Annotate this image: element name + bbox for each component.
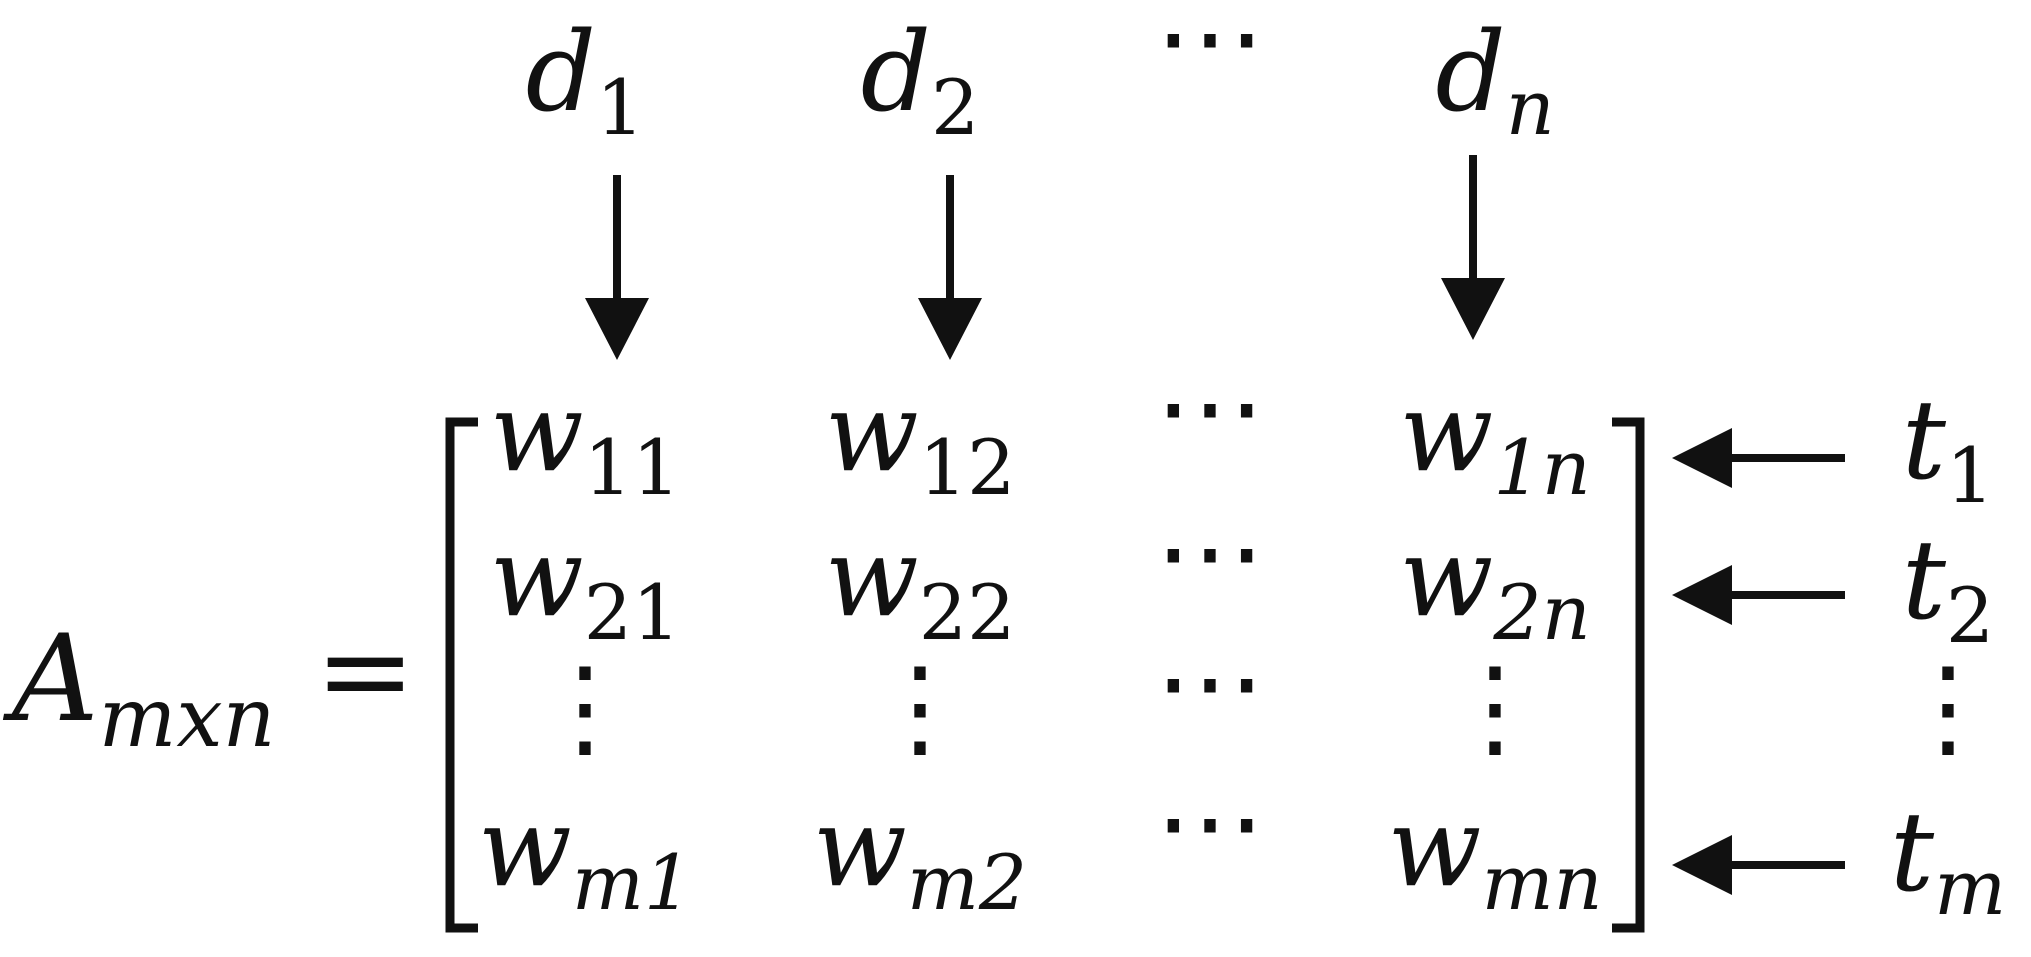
- matrix-cell-r1-c1-subscript: 11: [584, 423, 681, 512]
- document-label-1-subscript: 1: [596, 63, 644, 152]
- matrix-name: Amxn =: [2, 602, 416, 766]
- matrix-cell-r3-c4-base: ⋮: [1440, 643, 1550, 771]
- term-arrows: [1672, 428, 1845, 895]
- matrix-cell-r4-c4-base: w: [1387, 783, 1481, 911]
- matrix-cell-r4-c2-subscript: m2: [907, 838, 1027, 927]
- matrix-cell-r4-c2: wm2: [813, 783, 1028, 927]
- matrix-cell-r3-c2: ⋮: [865, 643, 975, 771]
- matrix-cell-r1-c2-subscript: 12: [919, 423, 1016, 512]
- matrix-cell-r2-c1: w21: [490, 513, 681, 657]
- matrix-cell-r3-c3-base: ⋯: [1155, 618, 1265, 746]
- document-label-4: dn: [1435, 8, 1554, 152]
- matrix-cell-r1-c2-base: w: [825, 368, 919, 496]
- document-label-2-base: d: [861, 8, 931, 136]
- document-label-1-base: d: [526, 8, 596, 136]
- matrix-cell-r4-c1-subscript: m1: [572, 838, 692, 927]
- matrix-cell-r4-c1: wm1: [478, 783, 693, 927]
- term-arrow-2: [1672, 565, 1845, 625]
- matrix-cell-r2-c3: ⋯: [1155, 488, 1265, 616]
- term-label-2-base: t: [1902, 516, 1947, 644]
- term-label-1-base: t: [1902, 376, 1947, 504]
- matrix-cell-r3-c3: ⋯: [1155, 618, 1265, 746]
- equals-sign: =: [315, 602, 416, 741]
- matrix-cell-r4-c2-base: w: [813, 783, 907, 911]
- matrix-name-base: A: [2, 610, 99, 749]
- matrix-cell-r1-c2: w12: [825, 368, 1016, 512]
- term-label-3-base: ⋮: [1893, 643, 2003, 771]
- document-arrows: [585, 155, 1505, 360]
- svg-text:Amxn: Amxn: [2, 610, 275, 766]
- matrix-cell-r4-c3: ⋯: [1155, 758, 1265, 886]
- term-label-2: t2: [1902, 516, 1995, 660]
- matrix-cell-r4-c4: wmn: [1387, 783, 1602, 927]
- matrix-cell-r1-c1-base: w: [490, 368, 584, 496]
- matrix-cell-r2-c2: w22: [825, 513, 1016, 657]
- document-label-4-base: d: [1435, 8, 1505, 136]
- term-label-2-subscript: 2: [1946, 571, 1994, 660]
- document-label-3-base: ⋯: [1155, 0, 1265, 101]
- matrix-cell-r3-c1-base: ⋮: [530, 643, 640, 771]
- document-label-4-subscript: n: [1506, 63, 1555, 152]
- term-label-3: ⋮: [1893, 643, 2003, 771]
- document-label-2: d2: [861, 8, 980, 152]
- matrix-cell-r2-c1-subscript: 21: [584, 568, 681, 657]
- down-arrow-1: [585, 175, 649, 360]
- matrix-cell-r2-c2-base: w: [825, 513, 919, 641]
- matrix-cell-r2-c4-subscript: 2n: [1492, 568, 1590, 657]
- term-label-4-subscript: m: [1934, 843, 2006, 932]
- matrix-cell-r2-c3-base: ⋯: [1155, 488, 1265, 616]
- matrix-cell-r2-c2-subscript: 22: [919, 568, 1016, 657]
- matrix-cell-r3-c1: ⋮: [530, 643, 640, 771]
- left-bracket: [445, 417, 478, 933]
- matrix-cell-r1-c1: w11: [490, 368, 681, 512]
- matrix-cell-r1-c3-base: ⋯: [1155, 343, 1265, 471]
- matrix-cell-r4-c3-base: ⋯: [1155, 758, 1265, 886]
- term-arrow-1: [1672, 428, 1845, 488]
- matrix-cell-r4-c4-subscript: mn: [1482, 838, 1603, 927]
- matrix-cell-r1-c4-subscript: 1n: [1493, 423, 1590, 512]
- term-arrow-3: [1672, 835, 1845, 895]
- matrix-cell-r1-c3: ⋯: [1155, 343, 1265, 471]
- matrix-cell-r1-c4-base: w: [1399, 368, 1493, 496]
- matrix-cell-r2-c4: w2n: [1399, 513, 1590, 657]
- matrix-cell-r4-c1-base: w: [478, 783, 572, 911]
- matrix-cell-r2-c1-base: w: [490, 513, 584, 641]
- term-label-4: tm: [1890, 788, 2006, 932]
- matrix-name-subscript: mxn: [99, 671, 276, 766]
- down-arrow-3: [1441, 155, 1505, 340]
- matrix-cell-r3-c4: ⋮: [1440, 643, 1550, 771]
- term-label-1: t1: [1902, 376, 1995, 520]
- down-arrow-2: [918, 175, 982, 360]
- matrix-cell-r2-c4-base: w: [1399, 513, 1493, 641]
- document-label-2-subscript: 2: [931, 63, 979, 152]
- matrix-cell-r3-c2-base: ⋮: [865, 643, 975, 771]
- right-bracket: [1612, 417, 1645, 933]
- term-label-1-subscript: 1: [1946, 431, 1994, 520]
- document-label-3: ⋯: [1155, 0, 1265, 101]
- document-label-1: d1: [526, 8, 645, 152]
- term-label-4-base: t: [1890, 788, 1935, 916]
- matrix-cell-r1-c4: w1n: [1399, 368, 1590, 512]
